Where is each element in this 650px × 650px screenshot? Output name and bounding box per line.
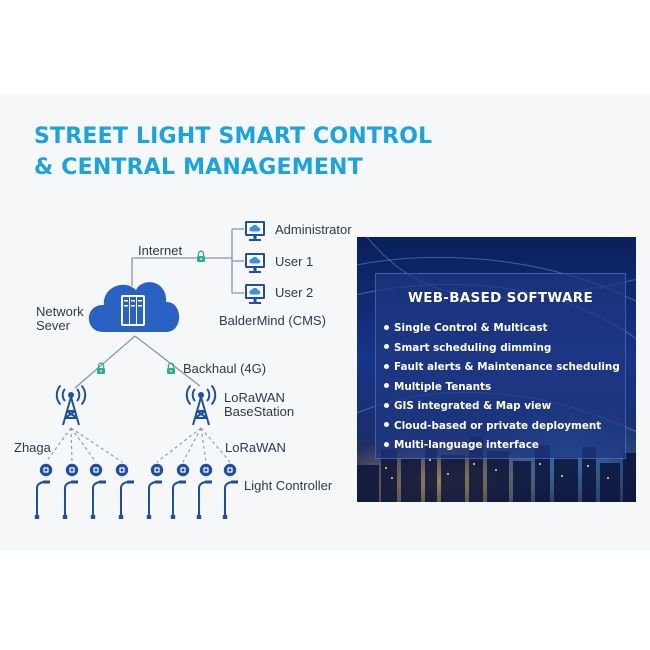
label-lorawan: LoRaWAN	[225, 440, 286, 455]
label-user-1: User 1	[275, 254, 313, 269]
feature-text: Smart scheduling dimming	[394, 341, 552, 354]
list-item: Multiple Tenants	[384, 378, 620, 398]
list-item: Single Control & Multicast	[384, 319, 620, 339]
label-user-2: User 2	[275, 285, 313, 300]
label-network-line-2: Sever	[36, 318, 71, 333]
bullet-icon	[384, 441, 389, 447]
monitor-icon	[245, 284, 265, 304]
street-lamp-icon	[61, 479, 79, 520]
street-lamp-icon	[117, 479, 135, 520]
list-item: GIS integrated & Map view	[384, 397, 620, 417]
bullet-icon	[384, 402, 389, 408]
wireless-dashes	[45, 427, 231, 463]
label-cms: BalderMind (CMS)	[219, 313, 326, 328]
controller-icon	[223, 463, 237, 477]
feature-text: Cloud-based or private deployment	[394, 419, 602, 432]
feature-text: Fault alerts & Maintenance scheduling	[394, 361, 620, 373]
title-line-1: STREET LIGHT SMART CONTROL	[34, 124, 433, 149]
controller-icon	[65, 463, 79, 477]
label-zhaga: Zhaga	[14, 440, 52, 455]
bullet-icon	[384, 383, 389, 388]
street-lamp-icon	[195, 479, 213, 520]
cloud-server-icon	[88, 282, 180, 332]
connection-lines	[74, 228, 244, 389]
controller-icon	[176, 463, 190, 477]
feature-text: Multiple Tenants	[394, 380, 492, 393]
tower-icon	[185, 384, 217, 426]
lock-icon	[196, 250, 206, 263]
bullet-icon	[384, 324, 389, 330]
label-lorawan-basestation-line-2: BaseStation	[224, 404, 294, 419]
feature-text: Single Control & Multicast	[394, 322, 548, 334]
light-controllers	[39, 463, 237, 477]
software-feature-box: WEB-BASED SOFTWARE Single Control & Mult…	[375, 273, 626, 459]
list-item: Fault alerts & Maintenance scheduling	[384, 358, 620, 378]
street-lamp-icon	[169, 479, 187, 520]
controller-icon	[150, 463, 164, 477]
bullet-icon	[384, 363, 389, 369]
street-lamp-icon	[145, 479, 163, 520]
bullet-icon	[384, 344, 389, 349]
monitor-icon	[245, 253, 265, 273]
list-item: Cloud-based or private deployment	[384, 417, 620, 437]
controller-icon	[115, 463, 129, 477]
controller-icon	[89, 463, 103, 477]
feature-text: Multi-language interface	[394, 439, 539, 451]
street-lamp-icon	[89, 479, 107, 520]
label-backhaul: Backhaul (4G)	[183, 361, 266, 376]
monitor-icon	[245, 221, 265, 241]
title-line-2: & CENTRAL MANAGEMENT	[34, 155, 363, 180]
label-internet: Internet	[138, 243, 182, 258]
software-panel: WEB-BASED SOFTWARE Single Control & Mult…	[357, 237, 636, 502]
label-light-controller: Light Controller	[244, 478, 333, 493]
lock-icon	[166, 362, 176, 375]
tower-icon	[55, 384, 87, 426]
bullet-icon	[384, 422, 389, 427]
controller-icon	[199, 463, 213, 477]
controller-icon	[39, 463, 53, 477]
list-item: Smart scheduling dimming	[384, 339, 620, 359]
label-administrator: Administrator	[275, 222, 352, 237]
software-heading: WEB-BASED SOFTWARE	[408, 290, 593, 306]
label-lorawan-basestation-line-1: LoRaWAN	[224, 390, 285, 405]
list-item: Multi-language interface	[384, 436, 620, 456]
street-lamps	[33, 479, 239, 520]
label-network-line-1: Network	[36, 304, 84, 319]
street-lamp-icon	[33, 479, 51, 520]
street-lamp-icon	[221, 479, 239, 520]
feature-list: Single Control & Multicast Smart schedul…	[384, 319, 620, 456]
feature-text: GIS integrated & Map view	[394, 400, 552, 412]
